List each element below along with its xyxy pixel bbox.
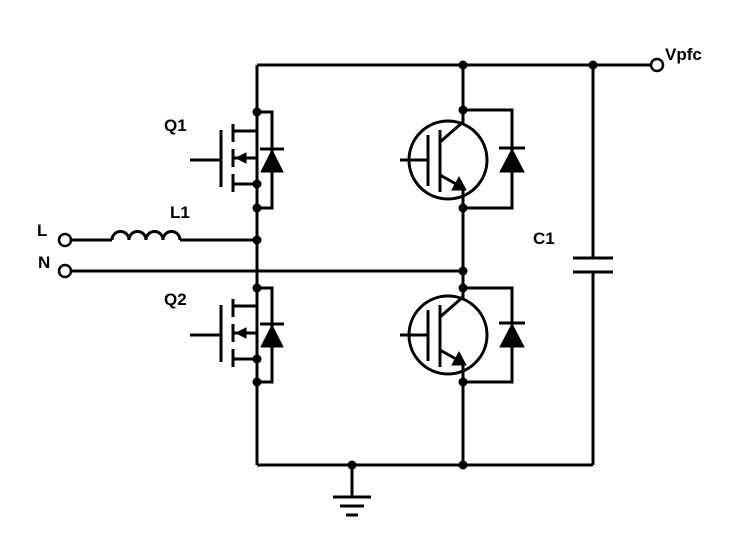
- label-line: L: [37, 221, 47, 240]
- label-q1: Q1: [164, 116, 187, 135]
- junction-dot: [588, 60, 598, 70]
- junction-dot: [458, 283, 468, 293]
- inductor-l1: [110, 230, 182, 241]
- junction-dot: [458, 460, 468, 470]
- junction-dot: [252, 107, 262, 117]
- label-vpfc: Vpfc: [665, 45, 702, 64]
- junction-dot: [458, 105, 468, 115]
- line-terminal: [57, 232, 73, 248]
- mosfet-q1: [190, 110, 284, 210]
- vpfc-terminal: [649, 57, 665, 73]
- junction-dot: [458, 203, 468, 213]
- diode-icon: [499, 147, 525, 173]
- junction-dot: [252, 203, 262, 213]
- junction-dot: [458, 266, 468, 276]
- diode-icon: [260, 323, 284, 348]
- junction-dot: [252, 283, 262, 293]
- junction-dot: [252, 377, 262, 387]
- junction-dot: [252, 354, 262, 364]
- label-neutral: N: [38, 253, 50, 272]
- label-c1: C1: [533, 229, 555, 248]
- wiring: [70, 63, 657, 497]
- diode-icon: [260, 148, 284, 173]
- neutral-terminal: [57, 263, 73, 279]
- junction-dot: [458, 377, 468, 387]
- junction-dot: [252, 179, 262, 189]
- junction-dots: [252, 60, 598, 470]
- mosfet-q2: [190, 286, 284, 384]
- igbt-upper: [400, 108, 525, 210]
- ground-symbol: [333, 495, 371, 517]
- junction-dot: [347, 460, 357, 470]
- junction-dot: [252, 235, 262, 245]
- label-q2: Q2: [164, 290, 187, 309]
- diode-icon: [499, 322, 525, 348]
- igbt-lower: [400, 286, 525, 384]
- capacitor-c1: [573, 256, 613, 274]
- junction-dot: [458, 60, 468, 70]
- label-l1: L1: [170, 203, 190, 222]
